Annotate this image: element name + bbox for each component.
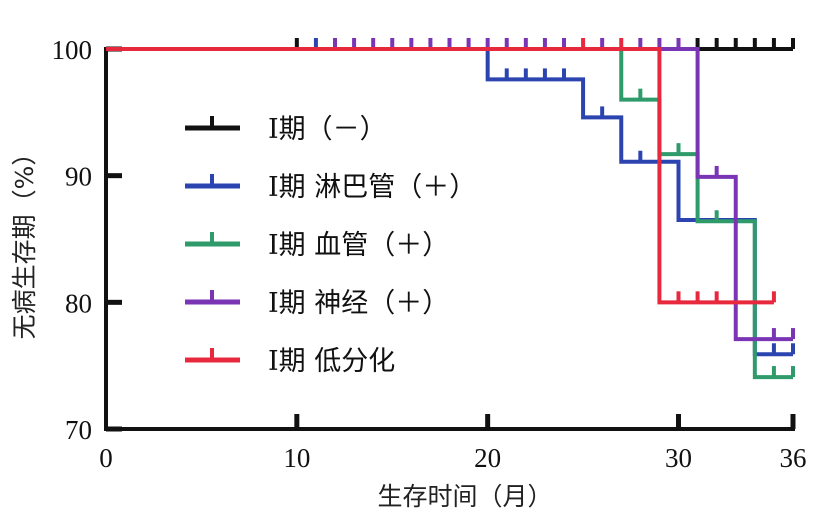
legend-label-3: I期 神经（＋） <box>268 288 449 319</box>
axes: 0 10 20 30 36 70 80 90 100 <box>52 35 807 473</box>
x-tick-label: 20 <box>474 443 501 473</box>
x-tick-label: 10 <box>283 443 310 473</box>
km-curve-2 <box>106 47 793 380</box>
y-tick-label: 70 <box>65 415 92 445</box>
y-tick-label: 90 <box>65 162 92 192</box>
y-axis-label: 无病生存期（%） <box>10 141 39 340</box>
x-tick-label: 30 <box>665 443 692 473</box>
legend-label-2: I期 血管（＋） <box>268 230 449 261</box>
x-axis-label: 生存时间（月） <box>377 482 552 511</box>
x-tick-label: 0 <box>99 443 113 473</box>
legend: I期（－） I期 淋巴管（＋） I期 血管（＋） I期 神经（＋） I期 低分化 <box>185 114 476 377</box>
legend-label-1: I期 淋巴管（＋） <box>268 172 476 203</box>
y-tick-label: 80 <box>65 288 92 318</box>
curves <box>106 38 795 380</box>
x-tick-label: 36 <box>780 443 807 473</box>
legend-label-4: I期 低分化 <box>268 346 395 377</box>
y-tick-label: 100 <box>52 35 93 65</box>
legend-label-0: I期（－） <box>268 114 387 145</box>
